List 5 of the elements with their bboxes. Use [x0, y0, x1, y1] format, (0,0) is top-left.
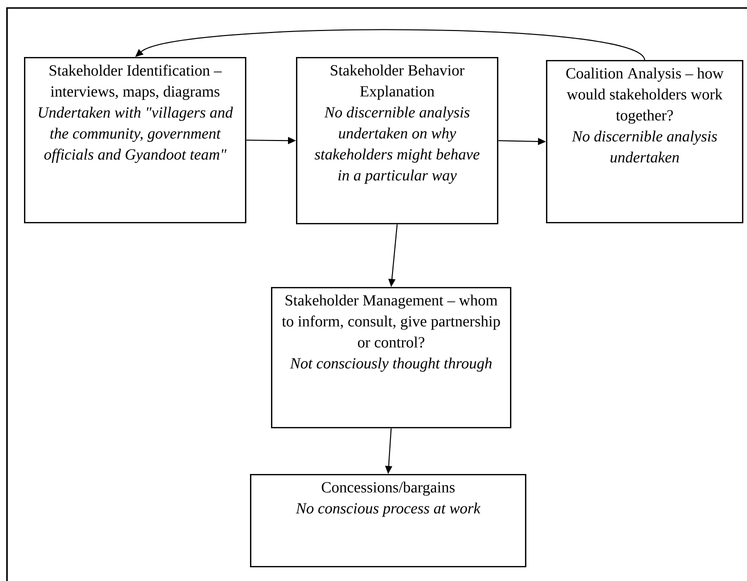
process-box: Stakeholder Management – whom to inform, consult, give partnership or control? Not consciously thought through [271, 287, 512, 428]
process-box: Stakeholder Behavior Explanation No discernible analysis undertaken on why stakeholders might behave in a particular way [296, 57, 498, 224]
process-box: Stakeholder Identification – interviews, maps, diagrams Undertaken with "villagers and the community, government officials and Gyandoot team" [24, 57, 246, 224]
process-box: Concessions/bargains No conscious process at work [250, 474, 526, 568]
process-box: Coalition Analysis – how would stakeholders work together? No discernible analysis undertaken [546, 60, 744, 224]
